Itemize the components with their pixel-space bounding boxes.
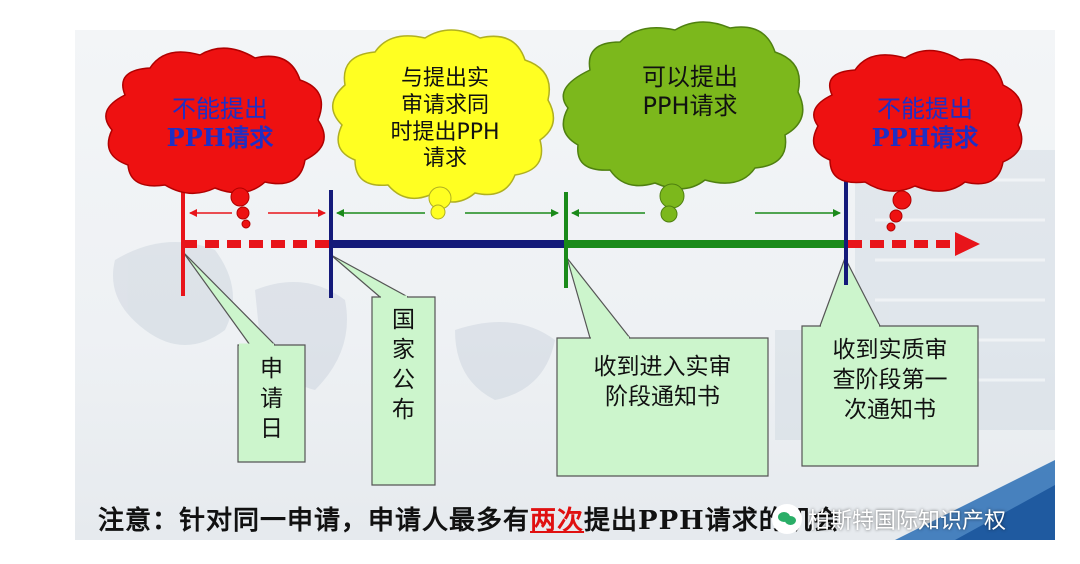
cloud-after-text: 不能提出 PPH请求 [845, 95, 1005, 153]
watermark: 柏斯特国际知识产权 [772, 502, 1006, 536]
cloud-before-line-1: 不能提出 [172, 95, 268, 123]
callout-exam-notice-text: 收到进入实审 阶段通知书 [557, 353, 768, 413]
cloud-can-file-line-2: PPH请求 [642, 91, 738, 120]
cloud-exam-request-shape [332, 29, 555, 220]
callout-filing-date-line-1: 申 [260, 356, 283, 382]
callout-first-oa-text: 收到实质审 查阶段第一 次通知书 [802, 336, 978, 426]
callout-publication-line-3: 公 [392, 366, 415, 393]
callout-first-oa [801, 256, 979, 467]
callout-first-oa-line-3: 次通知书 [844, 396, 936, 423]
timeline-arrowhead [955, 232, 980, 256]
callout-filing-date-text: 申 请 日 [238, 355, 305, 445]
callout-filing-date-line-2: 请 [260, 385, 283, 412]
callout-filing-date [182, 251, 306, 463]
cloud-can-file-line-1: 可以提出 [642, 63, 738, 91]
cloud-can-file-text: 可以提出 PPH请求 [600, 63, 780, 121]
cloud-before-text: 不能提出 PPH请求 [140, 95, 300, 153]
cloud-exam-request-line-4: 请求 [422, 146, 467, 172]
cloud-exam-request-line-1: 与提出实 [400, 66, 489, 91]
callout-exam-notice-line-1: 收到进入实审 [593, 354, 732, 380]
callout-first-oa-line-1: 收到实质审 [832, 337, 948, 363]
note-before: 注意：针对同一申请，申请人最多有 [98, 506, 531, 536]
callout-filing-date-line-3: 日 [260, 415, 283, 442]
cloud-can-file-shape [562, 21, 804, 223]
watermark-text: 柏斯特国际知识产权 [808, 509, 1007, 534]
cloud-after-line-2: PPH请求 [871, 122, 979, 152]
cloud-after-shape [812, 49, 1023, 232]
note-highlight: 两次 [530, 506, 585, 536]
callout-publication-text: 国 家 公 布 [372, 306, 435, 426]
callout-publication-line-4: 布 [392, 396, 415, 423]
callout-publication-line-1: 国 [392, 307, 415, 333]
cloud-before-line-2: PPH请求 [166, 122, 274, 152]
wechat-icon [772, 504, 802, 534]
callout-publication-line-2: 家 [392, 336, 415, 363]
cloud-after-line-1: 不能提出 [877, 95, 973, 123]
cloud-exam-request-line-2: 审请求同 [400, 92, 489, 118]
callout-exam-notice [556, 257, 769, 477]
timeline [181, 180, 980, 298]
note-text: 注意：针对同一申请，申请人最多有两次提出PPH请求的机会 [98, 500, 839, 540]
callout-exam-notice-line-2: 阶段通知书 [605, 383, 720, 410]
cloud-exam-request-text: 与提出实 审请求同 时提出PPH 请求 [360, 66, 530, 173]
callout-publication [330, 254, 436, 486]
cloud-exam-request-line-3: 时提出PPH [390, 119, 500, 145]
callout-first-oa-line-2: 查阶段第一 [832, 366, 948, 393]
cloud-before-shape [105, 47, 325, 229]
